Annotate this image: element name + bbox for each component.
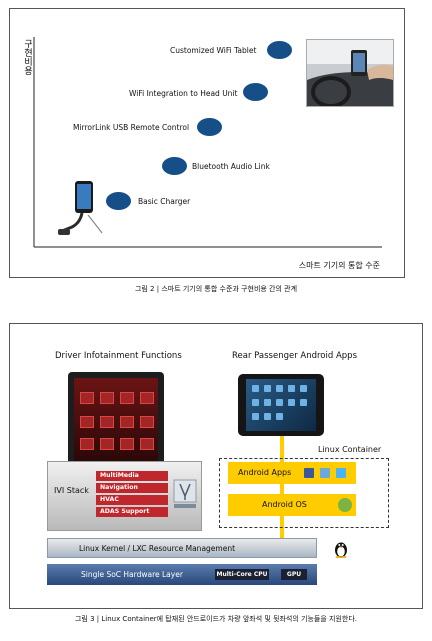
label-basic-charger: Basic Charger xyxy=(138,197,191,206)
android-robot-icon xyxy=(338,498,352,512)
linux-kernel-bar: Linux Kernel / LXC Resource Management xyxy=(47,538,347,558)
ivi-item-adas: ADAS Support xyxy=(96,507,168,517)
label-bluetooth-audio: Bluetooth Audio Link xyxy=(192,162,270,171)
ivi-item-navigation: Navigation xyxy=(96,483,168,493)
soc-hardware-bar: Single SoC Hardware Layer Multi-Core CPU… xyxy=(47,564,317,585)
android-os-bar: Android OS xyxy=(228,494,356,516)
android-apps-label: Android Apps xyxy=(238,468,292,477)
ivi-stack-label: IVI Stack xyxy=(54,486,89,495)
ivi-stack-box: IVI Stack MultiMedia Navigation HVAC ADA… xyxy=(47,461,202,531)
bubble-mirrorlink xyxy=(197,118,222,136)
android-apps-bar: Android Apps xyxy=(228,462,356,484)
multi-core-cpu-chip: Multi-Core CPU xyxy=(215,569,269,580)
linux-container-label: Linux Container xyxy=(318,445,382,454)
bubble-wifi-integration xyxy=(243,83,268,101)
android-os-label: Android OS xyxy=(262,500,307,509)
ivi-item-hvac: HVAC xyxy=(96,495,168,505)
driver-infotainment-title: Driver Infotainment Functions xyxy=(55,351,182,361)
label-wifi-integration: WiFi Integration to Head Unit xyxy=(129,89,238,98)
car-dashboard-photo xyxy=(306,39,394,107)
bubble-bluetooth-audio xyxy=(162,157,187,175)
phone-charger-image xyxy=(58,179,108,239)
gpu-chip: GPU xyxy=(281,569,307,580)
soc-hardware-label: Single SoC Hardware Layer xyxy=(81,570,183,579)
bubble-basic-charger xyxy=(106,192,131,210)
y-axis-label: 구현비용 xyxy=(22,39,32,75)
linux-kernel-label: Linux Kernel / LXC Resource Management xyxy=(79,544,236,553)
facebook-icon xyxy=(304,468,314,478)
genivi-logo xyxy=(172,478,198,510)
x-axis-label: 스마트 기기의 통합 수준 xyxy=(298,261,380,270)
label-customized-wifi-tablet: Customized WiFi Tablet xyxy=(170,46,257,55)
chart-axes xyxy=(33,37,382,248)
rear-passenger-tablet-image xyxy=(238,374,324,436)
tux-penguin-icon xyxy=(335,542,347,558)
tablet-connector-line xyxy=(280,436,284,538)
ivi-item-multimedia: MultiMedia xyxy=(96,471,168,481)
label-mirrorlink: MirrorLink USB Remote Control xyxy=(73,123,190,132)
driver-head-unit-image xyxy=(68,372,164,469)
rear-passenger-title: Rear Passenger Android Apps xyxy=(232,351,358,361)
figure-3-caption: 그림 3 | Linux Container에 탑재된 안드로이드가 차량 앞좌… xyxy=(74,615,357,623)
linux-container-box xyxy=(219,458,389,528)
figure-2-caption: 그림 2 | 스마트 기기의 통합 수준과 구현비용 간의 관계 xyxy=(134,285,298,293)
figure-2-panel: 구현비용 스마트 기기의 통합 수준 Customized WiFi Table… xyxy=(9,8,405,278)
twitter-icon xyxy=(336,468,346,478)
figure-3-panel: Driver Infotainment Functions Rear Passe… xyxy=(9,323,423,609)
app-icon xyxy=(320,468,330,478)
bubble-customized-wifi-tablet xyxy=(267,41,292,59)
